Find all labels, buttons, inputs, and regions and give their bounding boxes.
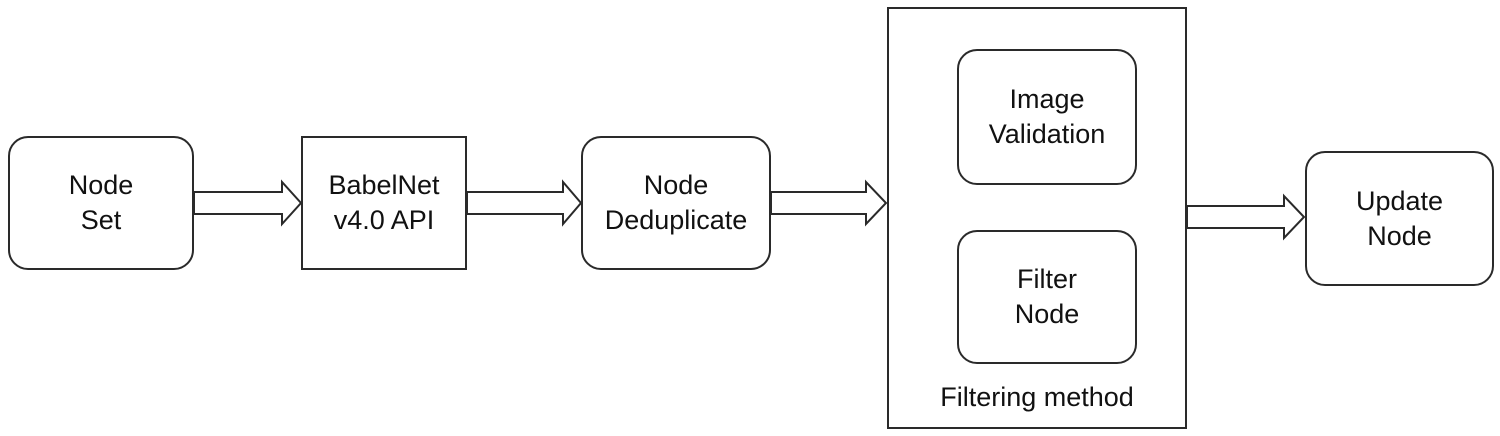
filter-node-box: Filter Node: [957, 230, 1137, 364]
filter-node-label-line1: Filter: [1017, 264, 1077, 294]
node-set-box: Node Set: [8, 136, 194, 270]
filter-node-label-line2: Node: [1014, 299, 1080, 329]
update-node-box: Update Node: [1305, 151, 1494, 286]
node-set-label-line2: Set: [80, 205, 122, 235]
image-validation-label-line2: Validation: [988, 119, 1106, 149]
dedup-label-line1: Node: [643, 170, 709, 200]
babelnet-label-line1: BabelNet: [328, 170, 440, 200]
filtering-method-label: Filtering method: [940, 382, 1134, 412]
node-deduplicate-box: Node Deduplicate: [581, 136, 771, 270]
dedup-label-line2: Deduplicate: [604, 205, 748, 235]
update-node-label-line2: Node: [1367, 220, 1432, 251]
block-arrow-2: [466, 179, 583, 227]
node-set-label-line1: Node: [68, 170, 134, 200]
babelnet-label-line2: v4.0 API: [333, 205, 435, 235]
block-arrow-1: [193, 179, 303, 227]
image-validation-label-line1: Image: [1009, 84, 1085, 114]
block-arrow-4: [1186, 193, 1306, 241]
block-arrow-3: [770, 179, 888, 227]
image-validation-box: Image Validation: [957, 49, 1137, 185]
update-node-label-line1: Update: [1355, 185, 1444, 216]
